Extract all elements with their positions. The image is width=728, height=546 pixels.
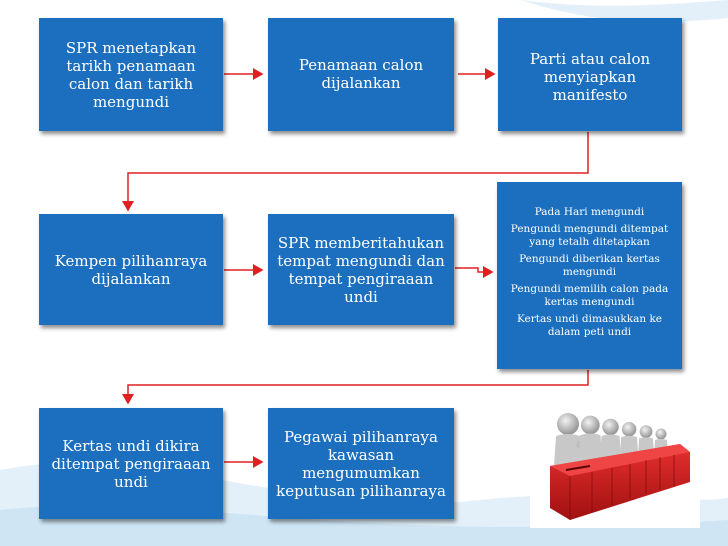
- step-box-8: Pegawai pilihanraya kawasan mengumumkan …: [268, 408, 454, 519]
- step-6-item: Pengundi memilih calon pada kertas mengu…: [510, 283, 669, 308]
- step-box-3: Parti atau calon menyiapkan manifesto: [498, 18, 682, 131]
- step-6-item: Pengundi mengundi ditempat yang tetalh d…: [510, 223, 669, 248]
- step-5-text: SPR memberitahukan tempat mengundi dan t…: [277, 233, 445, 306]
- step-1-text: SPR menetapkan tarikh penamaan calon dan…: [65, 38, 197, 111]
- step-box-1: SPR menetapkan tarikh penamaan calon dan…: [39, 18, 223, 131]
- step-6-item: Pengundi diberikan kertas mengundi: [519, 253, 660, 278]
- step-box-6: Pada Hari mengundi Pengundi mengundi dit…: [497, 182, 682, 369]
- voting-people-ballot-box-icon: [550, 413, 690, 520]
- step-box-4: Kempen pilihanraya dijalankan: [39, 214, 223, 325]
- step-box-5: SPR memberitahukan tempat mengundi dan t…: [268, 214, 454, 325]
- step-2-text: Penamaan calon dijalankan: [298, 56, 424, 92]
- step-4-text: Kempen pilihanraya dijalankan: [54, 251, 208, 288]
- voting-illustration: [530, 404, 700, 528]
- step-6-item: Pada Hari mengundi: [534, 206, 645, 218]
- step-box-2: Penamaan calon dijalankan: [268, 18, 454, 131]
- step-8-text: Pegawai pilihanraya kawasan mengumumkan …: [276, 427, 446, 500]
- step-3-text: Parti atau calon menyiapkan manifesto: [529, 50, 651, 104]
- step-box-7: Kertas undi dikira ditempat pengiraaan u…: [39, 408, 223, 519]
- step-7-text: Kertas undi dikira ditempat pengiraaan u…: [51, 436, 211, 491]
- step-6-item: Kertas undi dimasukkan ke dalam peti und…: [516, 313, 663, 338]
